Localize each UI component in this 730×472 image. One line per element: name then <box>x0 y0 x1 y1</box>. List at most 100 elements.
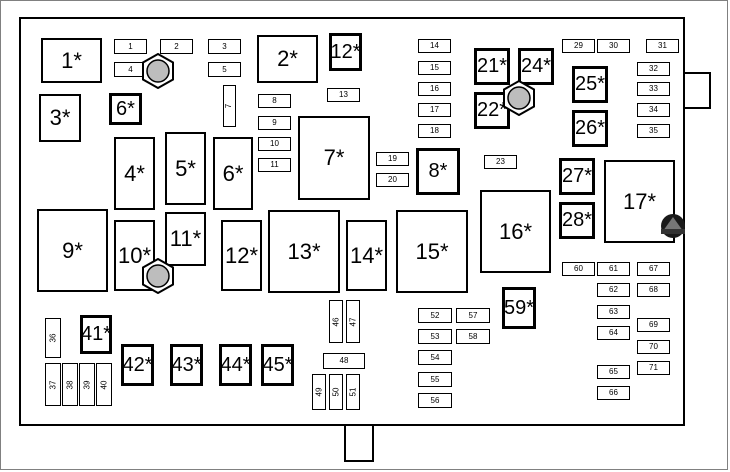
relay-7: 7* <box>298 116 370 200</box>
fuse-33: 33 <box>637 82 670 96</box>
fuse-label: 29 <box>574 41 583 50</box>
relay-label: 8* <box>428 160 448 182</box>
fuse-label: 9 <box>272 118 277 127</box>
relay-label: 4* <box>124 160 145 186</box>
fuse-label: 1 <box>128 41 133 51</box>
bolt-stud-icon <box>503 80 535 116</box>
fuse-label: 35 <box>649 126 658 135</box>
fuse-label: 11 <box>270 160 279 169</box>
relay-8: 8* <box>416 148 460 195</box>
fuse-63: 63 <box>597 305 630 319</box>
relay-label: 16* <box>498 218 533 244</box>
fuse-label: 63 <box>609 307 618 316</box>
relay-12a: 12* <box>329 33 362 71</box>
fuse-49: 49 <box>312 374 326 410</box>
relay-label: 6* <box>222 160 244 186</box>
relay-6b: 6* <box>213 137 253 210</box>
fuse-5: 5 <box>208 62 241 77</box>
relay-14: 14* <box>346 220 387 291</box>
relay-41: 41* <box>80 315 112 354</box>
fuse-label: 31 <box>658 41 667 50</box>
relay-21: 21* <box>474 48 510 85</box>
relay-label: 22* <box>476 99 508 121</box>
fuse-label: 2 <box>174 41 179 51</box>
fuse-46: 46 <box>329 300 343 343</box>
fuse-48: 48 <box>323 353 365 369</box>
relay-label: 45* <box>262 353 293 376</box>
relay-label: 59* <box>503 296 535 319</box>
relay-label: 7* <box>323 145 345 170</box>
fuse-50: 50 <box>329 374 343 410</box>
fuse-label: 37 <box>48 380 57 389</box>
fuse-label: 13 <box>339 90 348 99</box>
relay-59: 59* <box>502 287 536 329</box>
relay-24: 24* <box>518 48 554 85</box>
fuse-label: 69 <box>649 320 658 329</box>
fuse-71: 71 <box>637 361 670 375</box>
fuse-label: 52 <box>430 310 440 320</box>
fuse-label: 36 <box>48 333 57 343</box>
fuse-label: 50 <box>331 387 340 397</box>
relay-43: 43* <box>170 344 203 386</box>
relay-label: 21* <box>476 55 508 77</box>
fuse-label: 60 <box>574 264 583 273</box>
fuse-label: 33 <box>649 84 658 93</box>
fuse-label: 20 <box>388 175 397 184</box>
relay-label: 28* <box>561 209 593 231</box>
fuse-label: 3 <box>222 41 227 51</box>
fuse-label: 66 <box>609 388 618 397</box>
fuse-label: 14 <box>430 41 439 50</box>
relay-5: 5* <box>165 132 206 205</box>
fuse-9: 9 <box>258 116 291 130</box>
fuse-23: 23 <box>484 155 517 169</box>
relay-label: 25* <box>574 73 606 95</box>
fuse-label: 19 <box>388 154 397 163</box>
relay-label: 14* <box>349 242 384 268</box>
relay-42: 42* <box>121 344 154 386</box>
fuse-34: 34 <box>637 103 670 117</box>
fuse-65: 65 <box>597 365 630 379</box>
fuse-label: 8 <box>272 96 277 105</box>
fuse-51: 51 <box>346 374 360 410</box>
connector-tab-right <box>683 72 711 109</box>
fuse-label: 64 <box>609 328 618 337</box>
fuse-label: 34 <box>649 105 658 114</box>
fuse-18: 18 <box>418 124 451 138</box>
relay-15: 15* <box>396 210 468 293</box>
fuse-2: 2 <box>160 39 193 54</box>
relay-label: 1* <box>61 47 82 73</box>
relay-label: 26* <box>574 117 606 139</box>
fuse-3: 3 <box>208 39 241 54</box>
relay-44: 44* <box>219 344 252 386</box>
relay-1: 1* <box>41 38 102 83</box>
relay-label: 5* <box>175 155 196 181</box>
fuse-label: 55 <box>430 374 440 384</box>
relay-label: 41* <box>80 323 112 345</box>
fuse-label: 46 <box>331 317 340 326</box>
relay-label: 9* <box>62 237 83 263</box>
fuse-label: 71 <box>649 363 658 372</box>
relay-13: 13* <box>268 210 340 293</box>
relay-label: 27* <box>561 165 593 187</box>
connector-tab-bottom <box>344 424 374 462</box>
fuse-52: 52 <box>418 308 452 323</box>
fuse-36: 36 <box>45 318 61 358</box>
fuse-label: 5 <box>222 64 227 74</box>
relay-label: 43* <box>171 353 202 376</box>
fuse-20: 20 <box>376 173 409 187</box>
fuse-label: 16 <box>430 84 439 93</box>
fuse-label: 62 <box>609 285 618 294</box>
bolt-stud-icon <box>142 53 174 89</box>
fuse-31: 31 <box>646 39 679 53</box>
fuse-64: 64 <box>597 326 630 340</box>
fuse-17: 17 <box>418 103 451 117</box>
fuse-label: 38 <box>65 380 74 389</box>
fuse-66: 66 <box>597 386 630 400</box>
fuse-label: 51 <box>348 387 357 397</box>
fuse-label: 61 <box>609 264 618 273</box>
fuse-label: 40 <box>99 380 108 389</box>
fuse-47: 47 <box>346 300 360 343</box>
fuse-10: 10 <box>258 137 291 151</box>
